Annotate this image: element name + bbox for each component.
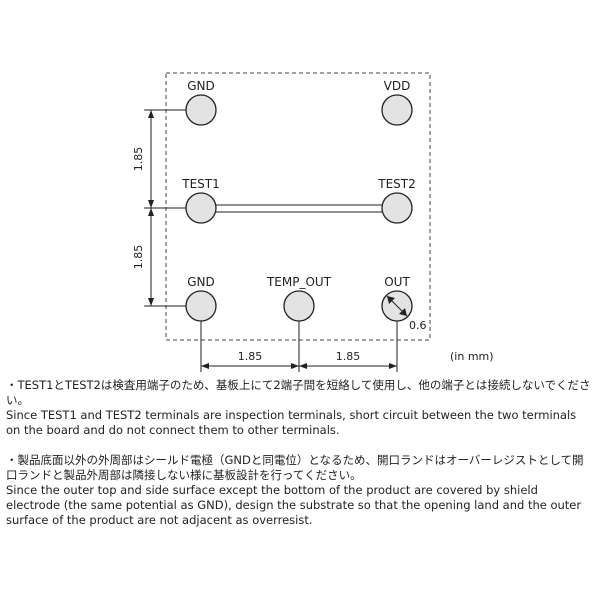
pad-diameter-dimension (386, 295, 408, 317)
label-out: OUT (384, 275, 410, 289)
dim-horizontal-right: 1.85 (336, 350, 361, 363)
dim-vertical-lower: 1.85 (132, 245, 145, 270)
label-gnd-bottom: GND (187, 275, 215, 289)
label-temp-out: TEMP_OUT (266, 275, 332, 289)
pad-gnd-top (185, 94, 217, 126)
pad-test2 (381, 192, 413, 224)
pad-test1 (185, 192, 217, 224)
label-test1: TEST1 (181, 177, 220, 191)
note-shield-electrode-ja: ・製品底面以外の外周部はシールド電極（GNDと同電位）となるため、開口ランドはオ… (6, 453, 584, 482)
dim-vertical-upper: 1.85 (132, 147, 145, 172)
dim-pad-diameter: 0.6 (409, 319, 427, 332)
unit-note: (in mm) (450, 350, 494, 363)
note-test-terminals-en: Since TEST1 and TEST2 terminals are insp… (6, 408, 577, 437)
label-gnd-top: GND (187, 79, 215, 93)
pad-temp-out (283, 290, 315, 322)
horizontal-dimension-arrows (201, 363, 397, 369)
horizontal-dimension (200, 321, 398, 372)
dim-horizontal-left: 1.85 (238, 350, 263, 363)
note-test-terminals: ・TEST1とTEST2は検査用端子のため、基板上にて2端子間を短絡して使用し、… (6, 378, 594, 438)
vertical-dimension-arrows (148, 110, 154, 306)
pad-gnd-bottom (185, 290, 217, 322)
test-short-trace (216, 204, 382, 213)
label-vdd: VDD (384, 79, 411, 93)
note-shield-electrode-en: Since the outer top and side surface exc… (6, 483, 582, 527)
note-test-terminals-ja: ・TEST1とTEST2は検査用端子のため、基板上にて2端子間を短絡して使用し、… (6, 378, 591, 407)
land-pattern-diagram: GND VDD TEST1 TEST2 GND TEMP_OUT OUT 1.8… (132, 72, 494, 372)
notes: ・TEST1とTEST2は検査用端子のため、基板上にて2端子間を短絡して使用し、… (6, 378, 594, 543)
label-test2: TEST2 (377, 177, 416, 191)
vertical-dimension (144, 109, 186, 307)
note-shield-electrode: ・製品底面以外の外周部はシールド電極（GNDと同電位）となるため、開口ランドはオ… (6, 453, 594, 528)
pad-vdd (381, 94, 413, 126)
